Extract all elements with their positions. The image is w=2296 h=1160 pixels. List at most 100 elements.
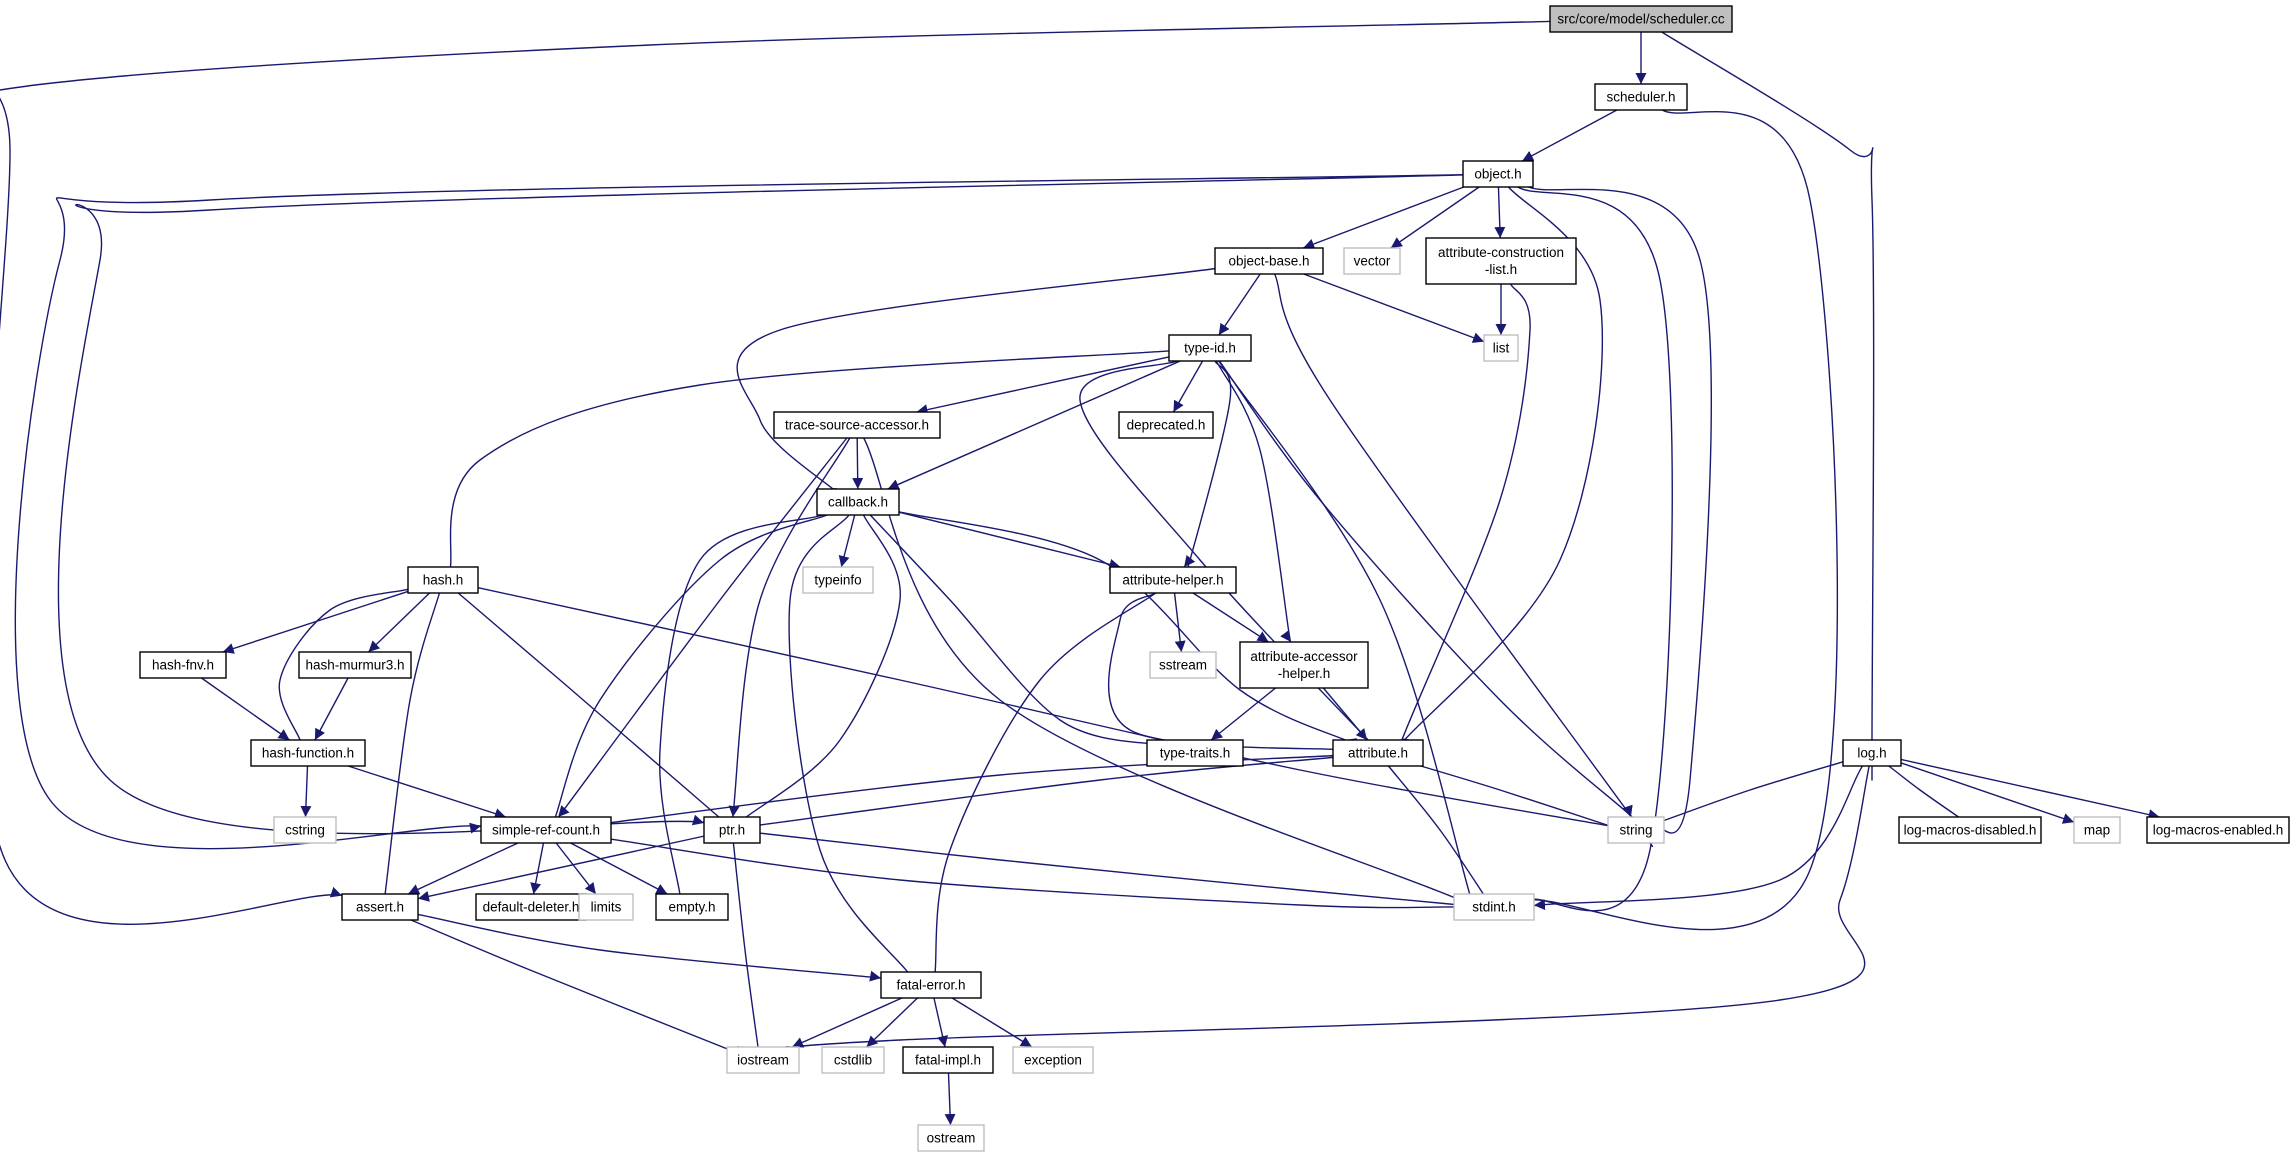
node-object-base-h[interactable]: object-base.h xyxy=(1214,247,1324,275)
edge-log_h-to-log_dis_h xyxy=(1888,765,1970,830)
node-box xyxy=(1149,651,1217,679)
node-box xyxy=(578,893,634,921)
node-list: list xyxy=(1483,334,1519,362)
node-def-del-h[interactable]: default-deleter.h xyxy=(475,893,587,921)
edge-type_id_h-to-callback_h xyxy=(887,360,1181,490)
node-box xyxy=(2146,816,2290,844)
edge-object_base_h-to-type_id_h xyxy=(1218,273,1261,336)
node-src-h[interactable]: simple-ref-count.h xyxy=(480,816,612,844)
node-type-traits-h[interactable]: type-traits.h xyxy=(1146,739,1244,767)
edges-layer xyxy=(0,20,2160,1126)
node-attr-acc-h[interactable]: attribute-accessor-helper.h xyxy=(1239,641,1369,689)
node-box xyxy=(1453,893,1535,921)
edge-src_h-to-empty_h xyxy=(570,842,668,895)
node-label: limits xyxy=(591,900,622,915)
node-ostream: ostream xyxy=(917,1124,985,1152)
edge-assert_h-to-fatal_error_h xyxy=(417,913,902,982)
edge-attr_helper_h-to-attr_acc_h xyxy=(1192,592,1269,643)
node-attr-helper-h[interactable]: attribute-helper.h xyxy=(1109,566,1237,594)
edge-type_id_h-to-string xyxy=(1218,360,1641,825)
node-log-h[interactable]: log.h xyxy=(1842,739,1902,767)
node-sstream: sstream xyxy=(1149,651,1217,679)
edge-ptr_h-to-iostream xyxy=(732,842,765,1059)
edge-scheduler_h-to-object_h xyxy=(1521,109,1618,162)
node-scheduler-h[interactable]: scheduler.h xyxy=(1594,83,1688,111)
node-fatal-error-h[interactable]: fatal-error.h xyxy=(880,971,982,999)
node-tsa-h[interactable]: trace-source-accessor.h xyxy=(773,411,941,439)
node-label: sstream xyxy=(1159,658,1207,673)
edge-fatal_error_h-to-exception xyxy=(951,997,1033,1048)
edge-scheduler_h-to-stdint_h xyxy=(1509,109,1839,931)
edge-fatal_impl_h-to-ostream xyxy=(944,1072,956,1126)
edge-hash_mm3_h-to-hash_fn_h xyxy=(314,677,349,741)
node-label: hash.h xyxy=(423,573,464,588)
edge-fatal_error_h-to-fatal_impl_h xyxy=(933,997,948,1048)
node-cstdlib: cstdlib xyxy=(821,1046,885,1074)
node-typeinfo: typeinfo xyxy=(802,566,874,594)
edge-assert_h-to-iostream xyxy=(410,919,745,1057)
edge-object_h-to-vector xyxy=(1390,186,1480,249)
node-label: iostream xyxy=(737,1053,789,1068)
edge-hash_h-to-string xyxy=(477,586,1633,832)
node-box xyxy=(1214,247,1324,275)
node-type-id-h[interactable]: type-id.h xyxy=(1168,334,1252,362)
node-label: object-base.h xyxy=(1228,254,1309,269)
edge-fatal_error_h-to-iostream xyxy=(791,997,903,1048)
node-box xyxy=(1343,247,1401,275)
node-box xyxy=(139,651,227,679)
edge-type_id_h-to-tsa_h xyxy=(916,356,1170,416)
node-exception: exception xyxy=(1012,1046,1094,1074)
node-acl-h[interactable]: attribute-construction-list.h xyxy=(1425,237,1577,285)
node-fatal-impl-h[interactable]: fatal-impl.h xyxy=(902,1046,994,1074)
node-attribute-h[interactable]: attribute.h xyxy=(1332,739,1424,767)
node-box xyxy=(250,739,366,767)
edge-attribute_h-to-stdint_h xyxy=(1387,765,1494,907)
node-label: typeinfo xyxy=(814,573,861,588)
node-callback-h[interactable]: callback.h xyxy=(816,488,900,516)
node-object-h[interactable]: object.h xyxy=(1462,160,1534,188)
edge-attr_helper_h-to-sstream xyxy=(1173,592,1186,653)
node-ptr-h[interactable]: ptr.h xyxy=(703,816,761,844)
node-label: exception xyxy=(1024,1053,1082,1068)
node-label: hash-fnv.h xyxy=(152,658,214,673)
node-log-dis-h[interactable]: log-macros-disabled.h xyxy=(1898,816,2042,844)
node-box xyxy=(1109,566,1237,594)
node-hash-mm3-h[interactable]: hash-murmur3.h xyxy=(298,651,412,679)
edge-type_id_h-to-deprecated_h xyxy=(1172,360,1204,413)
node-label: default-deleter.h xyxy=(483,900,580,915)
node-box xyxy=(655,893,729,921)
node-box xyxy=(1842,739,1902,767)
node-label: hash-murmur3.h xyxy=(305,658,404,673)
node-box xyxy=(1425,237,1577,285)
edge-scheduler_cc-to-log_h xyxy=(1661,31,1878,781)
edge-log_h-to-iostream xyxy=(783,765,1870,1057)
node-log-en-h[interactable]: log-macros-enabled.h xyxy=(2146,816,2290,844)
node-assert-h[interactable]: assert.h xyxy=(341,893,419,921)
edge-tsa_h-to-callback_h xyxy=(852,437,864,490)
edge-object_base_h-to-list xyxy=(1303,273,1485,343)
node-deprecated-h[interactable]: deprecated.h xyxy=(1118,411,1214,439)
node-box xyxy=(2073,816,2121,844)
edge-type_id_h-to-hash_h xyxy=(441,350,1170,580)
node-box xyxy=(821,1046,885,1074)
edge-attr_acc_h-to-attribute_h xyxy=(1322,687,1368,741)
node-hash-fnv-h[interactable]: hash-fnv.h xyxy=(139,651,227,679)
node-box xyxy=(1607,816,1665,844)
node-hash-fn-h[interactable]: hash-function.h xyxy=(250,739,366,767)
node-label: hash-function.h xyxy=(262,746,354,761)
edge-callback_h-to-attr_helper_h xyxy=(898,511,1121,570)
node-empty-h[interactable]: empty.h xyxy=(655,893,729,921)
node-label: fatal-impl.h xyxy=(915,1053,981,1068)
node-scheduler-cc[interactable]: src/core/model/scheduler.cc xyxy=(1549,5,1733,33)
node-box xyxy=(273,816,337,844)
node-label: ptr.h xyxy=(719,823,745,838)
edge-hash_fn_h-to-cstring xyxy=(300,765,312,818)
edge-hash_h-to-assert_h xyxy=(375,592,441,910)
node-limits: limits xyxy=(578,893,634,921)
node-label: attribute.h xyxy=(1348,746,1408,761)
nodes-layer: src/core/model/scheduler.cc scheduler.h ob… xyxy=(139,5,2290,1152)
node-hash-h[interactable]: hash.h xyxy=(407,566,479,594)
edge-ptr_h-to-assert_h xyxy=(417,835,705,902)
edge-type_id_h-to-stdint_h xyxy=(1218,360,1481,918)
